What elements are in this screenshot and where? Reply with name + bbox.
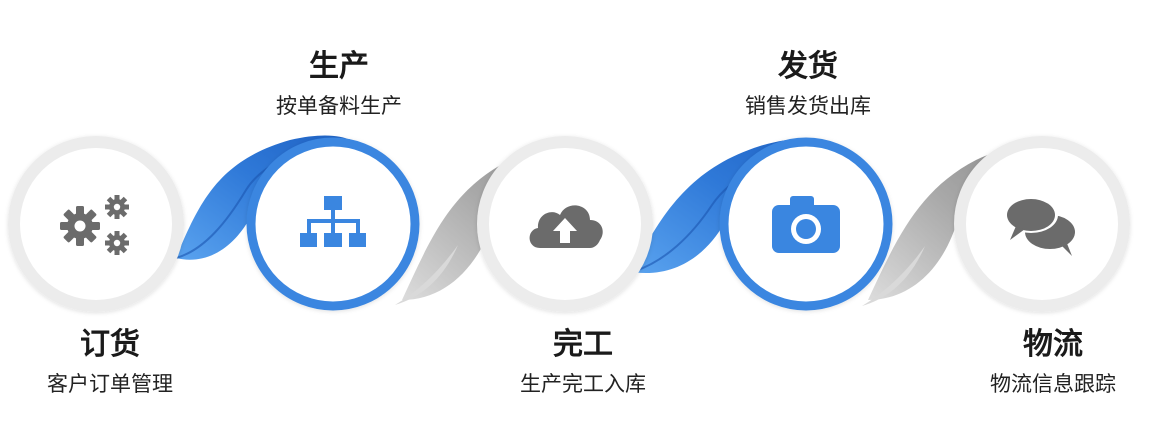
step-description: 客户订单管理 [47, 372, 173, 396]
chat-bubbles-icon [1004, 197, 1075, 256]
step-label-3: 完工 生产完工入库 [520, 326, 646, 398]
step-description: 销售发货出库 [745, 94, 871, 118]
step-title: 订货 [80, 327, 140, 362]
cloud-upload-icon [529, 205, 603, 248]
step-circle-5 [954, 136, 1130, 312]
step-title: 生产 [309, 49, 369, 84]
step-description: 按单备料生产 [276, 94, 402, 118]
step-label-2: 生产 按单备料生产 [276, 48, 402, 120]
step-title: 发货 [778, 49, 838, 84]
step-description: 生产完工入库 [520, 372, 646, 396]
hierarchy-icon [300, 196, 366, 247]
step-circle-4 [719, 137, 893, 311]
step-label-5: 物流 物流信息跟踪 [990, 326, 1116, 398]
gray-ribbon-connector-3 [868, 145, 1040, 300]
camera-icon [772, 196, 840, 253]
step-circle-2 [246, 137, 420, 311]
step-title: 物流 [1023, 327, 1083, 362]
step-label-4: 发货 销售发货出库 [745, 48, 871, 120]
step-title: 完工 [553, 327, 613, 362]
gears-icon [60, 195, 129, 255]
step-description: 物流信息跟踪 [990, 372, 1116, 396]
step-label-1: 订货 客户订单管理 [47, 326, 173, 398]
step-circle-1 [8, 136, 184, 312]
step-circle-3 [477, 136, 653, 312]
